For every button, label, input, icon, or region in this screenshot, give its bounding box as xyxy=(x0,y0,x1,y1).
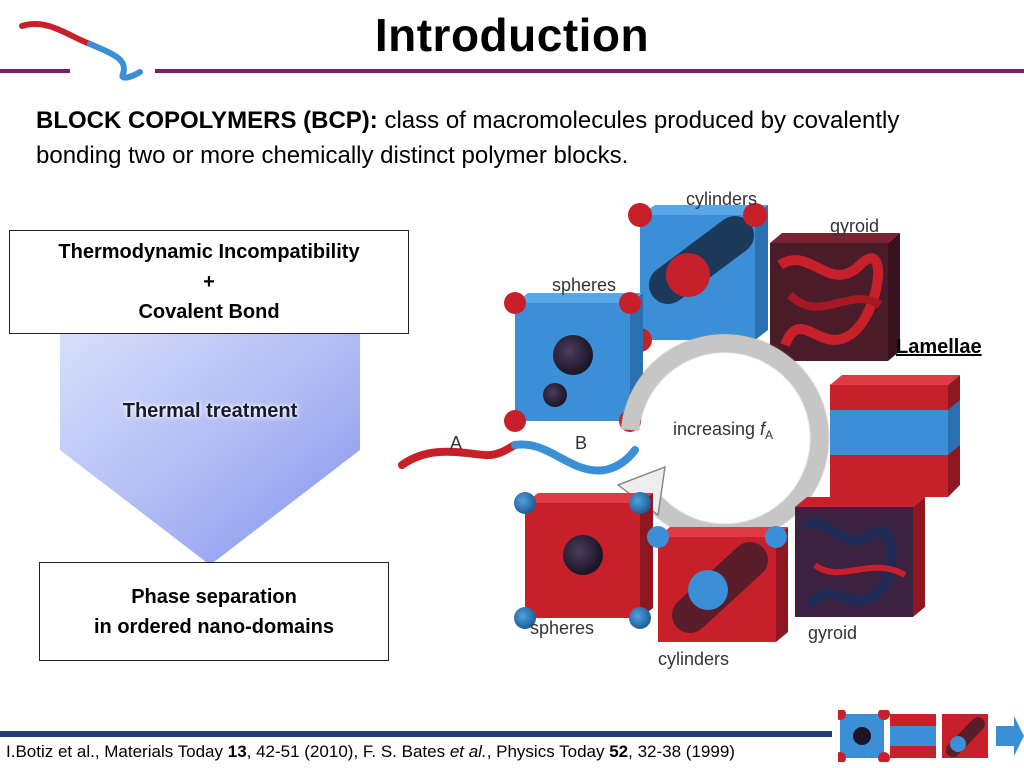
label-gyroid-bottom: gyroid xyxy=(808,623,857,643)
label-spheres-bottom: spheres xyxy=(530,618,594,638)
polymer-chain-logo-icon xyxy=(19,21,143,81)
cube-cylinders-top xyxy=(628,203,768,352)
cube-lamellae xyxy=(830,375,960,497)
cube-cylinders-bottom xyxy=(647,526,788,642)
footer-bar xyxy=(0,731,832,737)
process-arrow-shape xyxy=(60,325,360,565)
thumb-cylinders-icon xyxy=(942,714,988,758)
cube-gyroid-bottom xyxy=(795,497,925,617)
label-block-b: B xyxy=(575,433,587,453)
ref2-pages: , 32-38 (1999) xyxy=(628,742,735,761)
ref2-journal: , Physics Today xyxy=(486,742,610,761)
label-gyroid-top: gyroid xyxy=(830,216,879,236)
intro-paragraph: BLOCK COPOLYMERS (BCP): class of macromo… xyxy=(36,103,966,173)
diblock-chain-icon xyxy=(398,440,639,475)
cube-spheres-top xyxy=(504,292,643,432)
label-spheres-top: spheres xyxy=(552,275,616,295)
footer-references: I.Botiz et al., Materials Today 13, 42-5… xyxy=(6,742,735,762)
result-line-1: Phase separation xyxy=(131,585,297,608)
intro-term: BLOCK COPOLYMERS (BCP): xyxy=(36,107,378,134)
condition-line-1: Thermodynamic Incompatibility xyxy=(58,241,360,263)
ref2-etal: et al. xyxy=(449,742,487,761)
result-box: Phase separation in ordered nano-domains xyxy=(39,562,389,661)
cube-spheres-bottom xyxy=(514,492,653,629)
header-rule-left xyxy=(0,69,70,73)
label-block-a: A xyxy=(450,433,462,453)
header-rule-right xyxy=(155,69,1024,73)
label-cylinders-bottom: cylinders xyxy=(658,649,729,669)
label-cylinders-top: cylinders xyxy=(686,189,757,209)
ref1-prefix: I.Botiz et al., Materials Today xyxy=(6,742,228,761)
thumb-lamellae-icon xyxy=(890,714,936,758)
thumb-arrow-icon xyxy=(996,716,1024,756)
label-lamellae: Lamellae xyxy=(896,336,982,358)
ref1-pages: , 42-51 (2010), F. S. Bates xyxy=(246,742,450,761)
thumb-spheres-icon xyxy=(838,710,890,762)
result-line-2: in ordered nano-domains xyxy=(93,615,335,638)
ref1-volume: 13 xyxy=(227,742,247,761)
cube-gyroid-top xyxy=(770,233,900,361)
label-increasing-fa: increasing fA xyxy=(673,419,773,442)
thermal-treatment-label: Thermal treatment xyxy=(122,400,298,422)
footer-cube-thumbnails xyxy=(838,710,1024,762)
condition-line-2: + xyxy=(203,271,215,293)
condition-line-3: Covalent Bond xyxy=(138,301,280,323)
phase-diagram-illustration: cylinders gyroid spheres increasing fA xyxy=(398,189,960,669)
condition-box: Thermodynamic Incompatibility + Covalent… xyxy=(9,230,409,334)
ref2-volume: 52 xyxy=(609,742,629,761)
intro-definition: class of macromolecules produced by cova… xyxy=(36,107,900,169)
page-title: Introduction xyxy=(374,9,650,61)
